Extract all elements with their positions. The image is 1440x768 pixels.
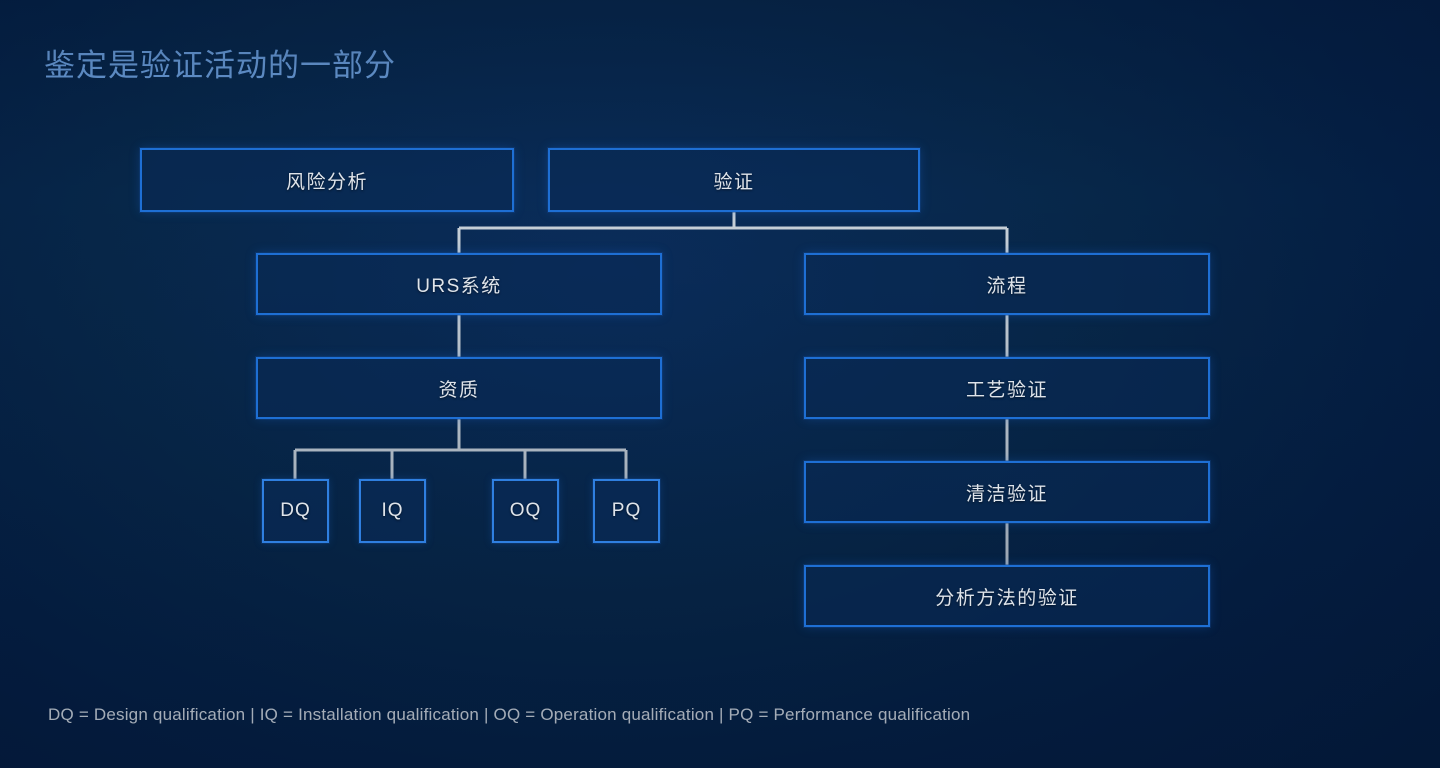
node-analytical-method-validation[interactable]: 分析方法的验证 xyxy=(804,565,1210,627)
node-oq[interactable]: OQ xyxy=(492,479,559,543)
node-label: 工艺验证 xyxy=(965,379,1048,401)
page-title: 鉴定是验证活动的一部分 xyxy=(44,48,396,83)
node-label: 分析方法的验证 xyxy=(935,587,1079,609)
node-cleaning-validation[interactable]: 清洁验证 xyxy=(804,461,1210,523)
node-label: 风险分析 xyxy=(285,171,368,193)
node-risk-analysis[interactable]: 风险分析 xyxy=(140,148,514,212)
node-urs-system[interactable]: URS系统 xyxy=(256,253,662,315)
abbreviation-legend: DQ = Design qualification | IQ = Install… xyxy=(48,705,971,724)
node-label: URS系统 xyxy=(416,275,502,297)
node-dq[interactable]: DQ xyxy=(262,479,329,543)
node-iq[interactable]: IQ xyxy=(359,479,426,543)
node-pq[interactable]: PQ xyxy=(593,479,660,543)
node-label: 流程 xyxy=(986,275,1028,297)
node-process[interactable]: 流程 xyxy=(804,253,1210,315)
node-label: 清洁验证 xyxy=(965,483,1048,505)
node-label: DQ xyxy=(280,500,311,521)
node-validation[interactable]: 验证 xyxy=(548,148,920,212)
node-process-validation[interactable]: 工艺验证 xyxy=(804,357,1210,419)
node-label: IQ xyxy=(381,500,404,521)
node-label: 资质 xyxy=(438,379,480,401)
node-label: OQ xyxy=(509,500,542,521)
node-label: 验证 xyxy=(713,171,755,193)
node-label: PQ xyxy=(611,500,642,521)
node-qualification[interactable]: 资质 xyxy=(256,357,662,419)
